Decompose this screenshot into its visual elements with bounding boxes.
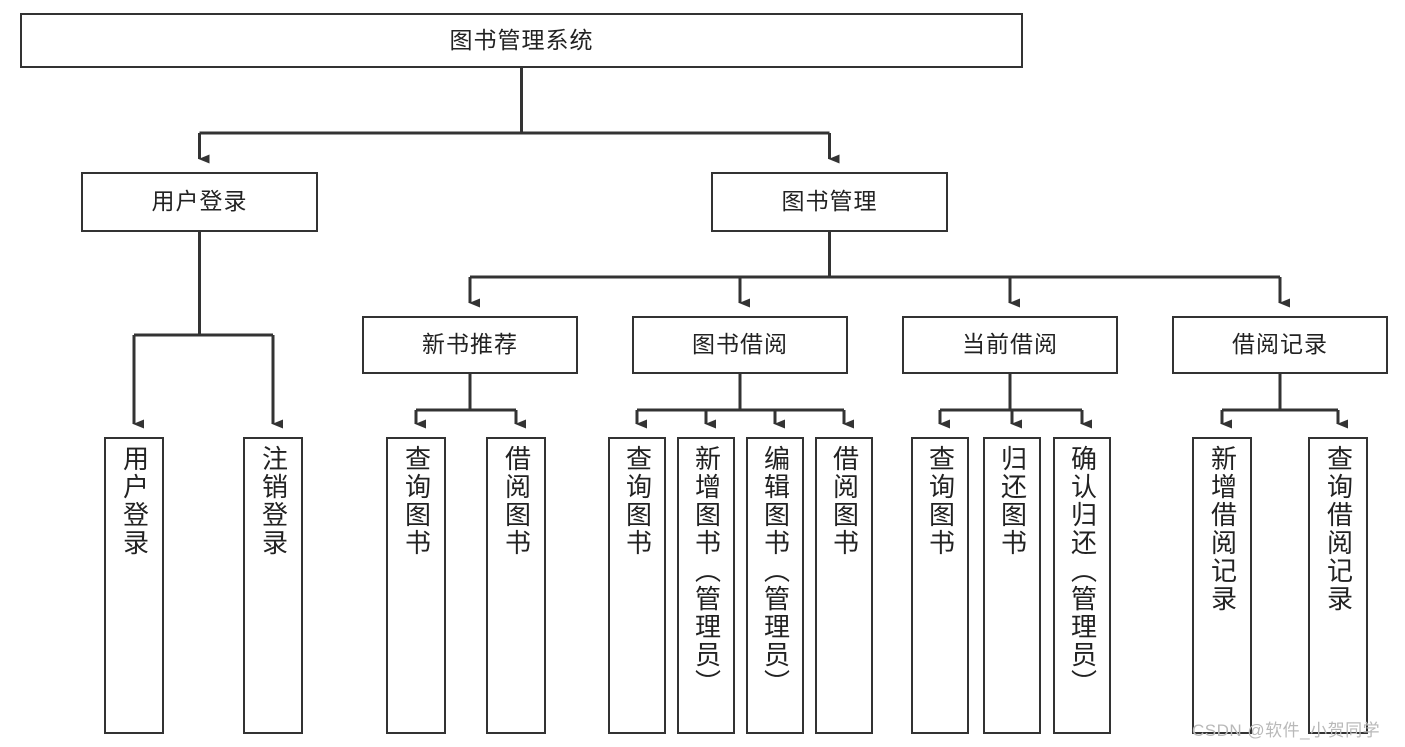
node-leaf-user-logout[interactable]: 注销登录 (243, 437, 303, 734)
connector-lines (132, 68, 1348, 429)
node-leaf-query-record[interactable]: 查询借阅记录 (1308, 437, 1368, 734)
node-label-leaf-add-record: 新增借阅记录 (1207, 445, 1238, 613)
node-label-book-borrow: 图书借阅 (692, 331, 788, 358)
node-label-new-book-rec: 新书推荐 (422, 331, 518, 358)
node-leaf-user-login[interactable]: 用户登录 (104, 437, 164, 734)
node-book-manage[interactable]: 图书管理 (711, 172, 948, 232)
node-leaf-query-book-2[interactable]: 查询图书 (608, 437, 666, 734)
node-leaf-query-book-1[interactable]: 查询图书 (386, 437, 446, 734)
node-label-leaf-query-book-3: 查询图书 (925, 445, 956, 557)
watermark-text: CSDN @软件_小贺同学 (1192, 721, 1381, 740)
node-leaf-borrow-book-2[interactable]: 借阅图书 (815, 437, 873, 734)
node-label-current-borrow: 当前借阅 (962, 331, 1058, 358)
node-label-book-manage: 图书管理 (781, 188, 878, 215)
node-label-leaf-return-book: 归还图书 (997, 445, 1028, 557)
node-leaf-borrow-book-1[interactable]: 借阅图书 (486, 437, 546, 734)
node-current-borrow[interactable]: 当前借阅 (902, 316, 1118, 374)
node-label-leaf-user-logout: 注销登录 (258, 445, 289, 557)
node-root[interactable]: 图书管理系统 (20, 13, 1023, 68)
node-new-book-rec[interactable]: 新书推荐 (362, 316, 578, 374)
node-label-leaf-edit-book: 编辑图书（管理员） (760, 445, 791, 697)
node-label-root: 图书管理系统 (449, 26, 594, 53)
node-label-leaf-query-record: 查询借阅记录 (1323, 445, 1354, 613)
node-label-leaf-add-book: 新增图书（管理员） (691, 445, 722, 697)
node-label-leaf-query-book-1: 查询图书 (401, 445, 432, 557)
node-leaf-return-book[interactable]: 归还图书 (983, 437, 1041, 734)
node-leaf-add-book[interactable]: 新增图书（管理员） (677, 437, 735, 734)
node-borrow-record[interactable]: 借阅记录 (1172, 316, 1388, 374)
node-user-login[interactable]: 用户登录 (81, 172, 318, 232)
node-label-user-login: 用户登录 (151, 188, 248, 215)
node-leaf-query-book-3[interactable]: 查询图书 (911, 437, 969, 734)
node-label-leaf-borrow-book-2: 借阅图书 (829, 445, 860, 557)
node-label-borrow-record: 借阅记录 (1232, 331, 1328, 358)
node-book-borrow[interactable]: 图书借阅 (632, 316, 848, 374)
node-label-leaf-user-login: 用户登录 (119, 445, 150, 557)
node-label-leaf-borrow-book-1: 借阅图书 (501, 445, 532, 557)
node-leaf-confirm-return[interactable]: 确认归还（管理员） (1053, 437, 1111, 734)
node-leaf-add-record[interactable]: 新增借阅记录 (1192, 437, 1252, 734)
node-label-leaf-confirm-return: 确认归还（管理员） (1067, 445, 1098, 697)
node-leaf-edit-book[interactable]: 编辑图书（管理员） (746, 437, 804, 734)
node-label-leaf-query-book-2: 查询图书 (622, 445, 653, 557)
